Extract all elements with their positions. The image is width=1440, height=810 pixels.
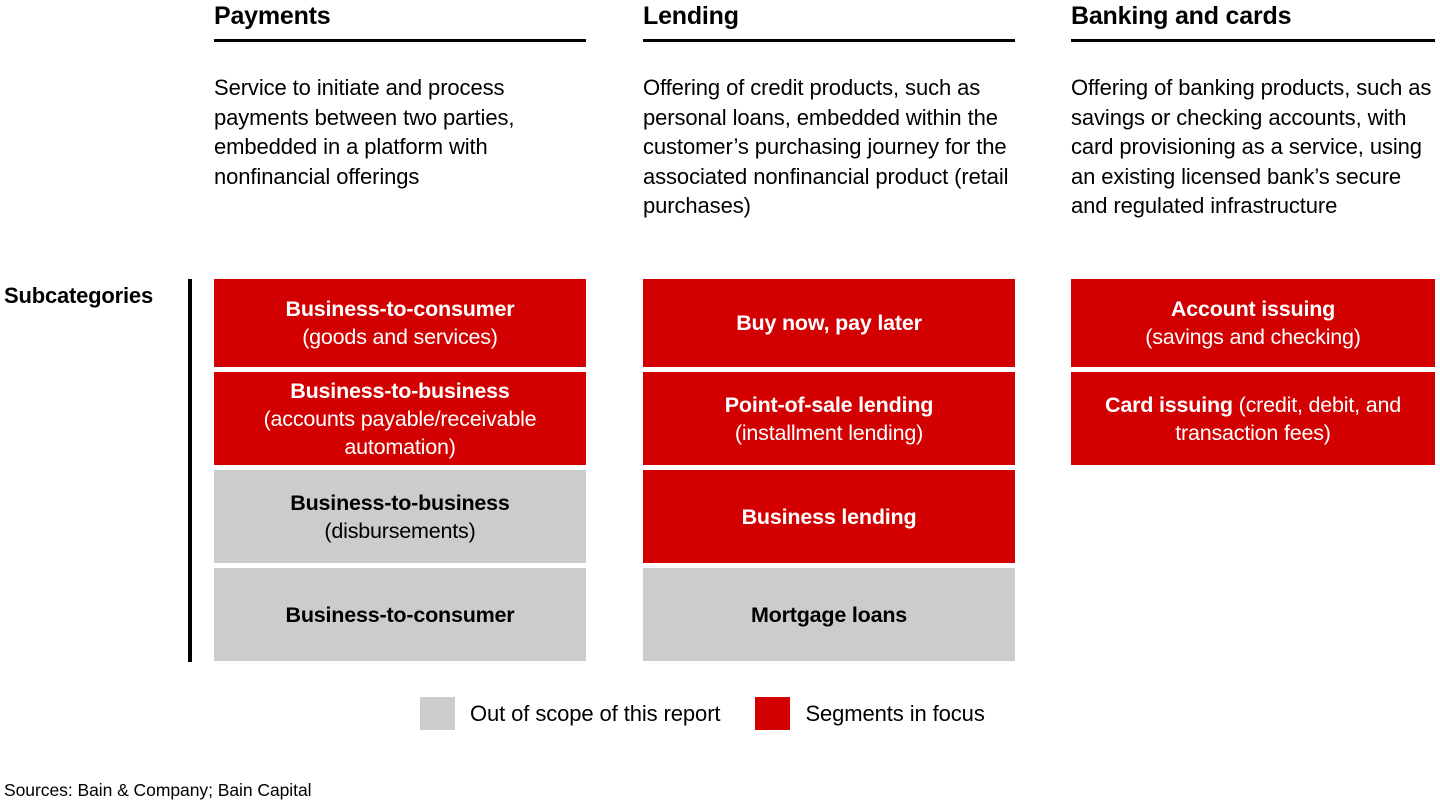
subcategory-box-subtitle: (savings and checking) (1145, 325, 1361, 349)
legend-label-segments-in-focus: Segments in focus (805, 700, 985, 726)
subcategory-box-title: Business-to-business (290, 378, 510, 403)
subcategory-box-title: Account issuing (1170, 297, 1336, 321)
legend-swatch-segments-in-focus (755, 697, 791, 730)
subcategory-box-title: Business lending (741, 504, 917, 529)
subcategory-box-title: Mortgage loans (750, 602, 908, 627)
subcategory-box[interactable]: Business-to-business (disbursements) (214, 470, 586, 563)
subcategory-box[interactable]: Business lending (643, 470, 1015, 563)
subcategory-box-title: Business-to-consumer (285, 602, 515, 627)
subcategory-box-subtitle: (disbursements) (324, 518, 476, 543)
column-description-banking-and-cards: Offering of banking products, such as sa… (1071, 75, 1432, 218)
subcategory-box[interactable]: Point-of-sale lending (installment lendi… (643, 372, 1015, 465)
subcategory-box-subtitle: (installment lending) (734, 420, 924, 445)
column-description-payments: Service to initiate and process payments… (214, 75, 515, 189)
subcategory-box-subtitle: (accounts payable/receivable automation) (263, 406, 537, 459)
column-payments: Payments Service to initiate and process… (214, 0, 586, 191)
column-description-lending: Offering of credit products, such as per… (643, 75, 1009, 218)
column-title-payments: Payments (214, 2, 331, 30)
column-title-lending: Lending (643, 2, 739, 30)
subcategory-stack-payments: Business-to-consumer (goods and services… (214, 279, 586, 666)
subcategories-bracket (188, 279, 192, 662)
subcategory-box[interactable]: Business-to-consumer (goods and services… (214, 279, 586, 367)
legend-swatch-out-of-scope (420, 697, 455, 730)
subcategory-box-title: Business-to-business (290, 490, 510, 515)
column-lending: Lending Offering of credit products, suc… (643, 0, 1015, 221)
column-title-banking-and-cards: Banking and cards (1071, 2, 1292, 30)
subcategory-box[interactable]: Business-to-business (accounts payable/r… (214, 372, 586, 465)
subcategory-stack-lending: Buy now, pay later Point-of-sale lending… (643, 279, 1015, 666)
subcategory-box[interactable]: Mortgage loans (643, 568, 1015, 661)
subcategory-box-title: Card issuing (1105, 392, 1233, 417)
sources-note: Sources: Bain & Company; Bain Capital (4, 780, 312, 800)
column-rule-banking-and-cards (1071, 39, 1435, 42)
subcategory-box-title: Business-to-consumer (285, 297, 515, 321)
subcategory-box[interactable]: Business-to-consumer (214, 568, 586, 661)
column-rule-payments (214, 39, 586, 42)
subcategory-box-subtitle: (goods and services) (302, 325, 498, 349)
column-rule-lending (643, 39, 1015, 42)
subcategory-box-title: Point-of-sale lending (724, 392, 934, 417)
subcategory-box[interactable]: Account issuing (savings and checking) (1071, 279, 1435, 367)
subcategory-box[interactable]: Card issuing (credit, debit, and transac… (1071, 372, 1435, 465)
subcategories-label: Subcategories (4, 283, 154, 308)
subcategory-box[interactable]: Buy now, pay later (643, 279, 1015, 367)
legend: Out of scope of this report Segments in … (420, 697, 985, 730)
subcategory-box-title: Buy now, pay later (736, 311, 922, 335)
column-banking-and-cards: Banking and cards Offering of banking pr… (1071, 0, 1435, 221)
subcategory-stack-banking-and-cards: Account issuing (savings and checking) C… (1071, 279, 1435, 470)
subcategory-box-subtitle: (credit, debit, and transaction fees) (1175, 392, 1401, 445)
legend-label-out-of-scope: Out of scope of this report (470, 700, 721, 726)
